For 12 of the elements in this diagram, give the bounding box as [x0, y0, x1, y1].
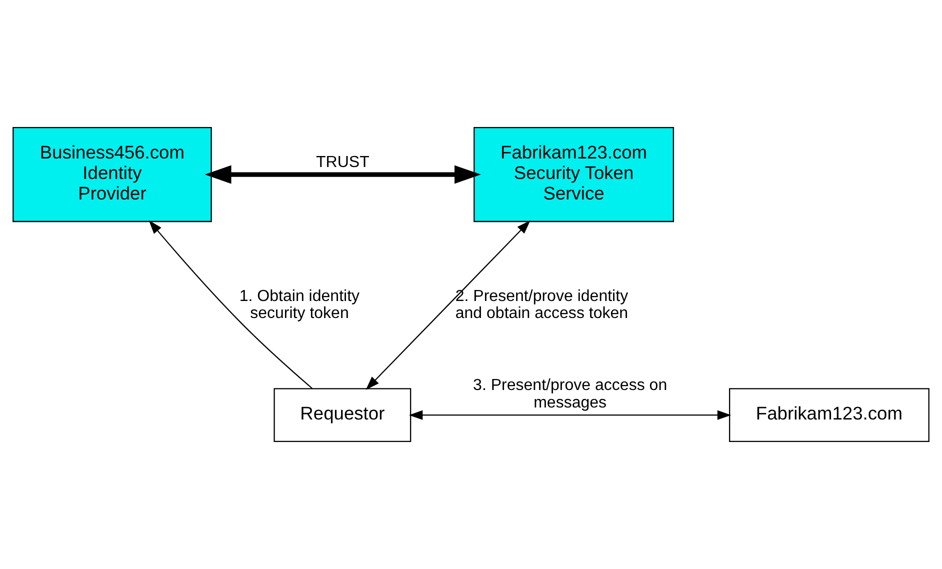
arrow: [204, 165, 481, 184]
arrow: [148, 220, 312, 389]
edge-label: 1. Obtain identity security token: [239, 286, 360, 322]
arrow: [408, 410, 732, 420]
edge-label: 2. Present/prove identity and obtain access token: [455, 286, 628, 322]
node-box: Fabrikam123.com Security Token Service: [474, 127, 674, 222]
edge-label: 3. Present/prove access on messages: [473, 376, 668, 412]
arrow: [366, 220, 530, 390]
edge-label: TRUST: [316, 152, 370, 171]
node-box: Business456.com Identity Provider: [12, 127, 212, 222]
node-box: Fabrikam123.com: [729, 388, 930, 442]
node-box: Requestor: [274, 388, 412, 442]
